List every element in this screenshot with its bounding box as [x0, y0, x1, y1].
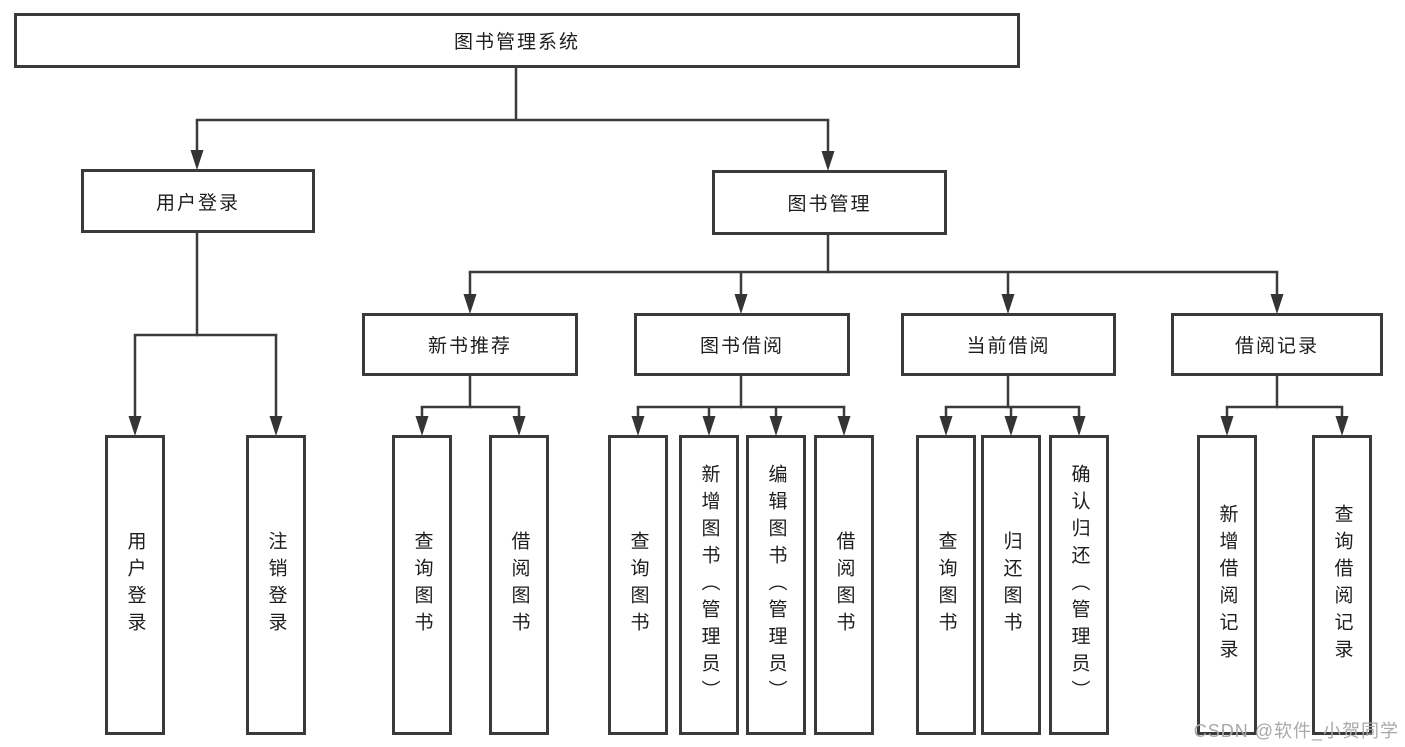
leaf-borrow-borrow-books: 借阅图书 [814, 435, 874, 735]
leaf-current-return-books: 归还图书 [981, 435, 1041, 735]
leaf-recommend-query-books: 查询图书 [392, 435, 452, 735]
leaf-logout: 注销登录 [246, 435, 306, 735]
leaf-current-confirm-return-admin: 确认归还（管理员） [1049, 435, 1109, 735]
leaf-borrow-add-books-admin: 新增图书（管理员） [679, 435, 739, 735]
watermark: CSDN @软件_小贺同学 [1193, 721, 1399, 741]
leaf-current-return-books-label: 归还图书 [1000, 531, 1022, 639]
node-new-book-recommend-label: 新书推荐 [427, 336, 512, 357]
leaf-logout-label: 注销登录 [265, 531, 287, 639]
node-book-management: 图书管理 [712, 170, 947, 235]
leaf-borrow-edit-books-admin-label: 编辑图书（管理员） [765, 463, 787, 707]
leaf-borrow-query-books-label: 查询图书 [627, 531, 649, 639]
leaf-current-query-books: 查询图书 [916, 435, 976, 735]
leaf-recommend-borrow-books-label: 借阅图书 [508, 531, 530, 639]
leaf-borrow-borrow-books-label: 借阅图书 [833, 531, 855, 639]
node-user-login: 用户登录 [81, 169, 315, 233]
node-book-borrow: 图书借阅 [634, 313, 850, 376]
leaf-records-query-record-label: 查询借阅记录 [1331, 504, 1353, 666]
node-current-borrow: 当前借阅 [901, 313, 1116, 376]
leaf-records-query-record: 查询借阅记录 [1312, 435, 1372, 735]
leaf-current-confirm-return-admin-label: 确认归还（管理员） [1068, 463, 1090, 707]
node-user-login-label: 用户登录 [155, 192, 240, 214]
leaf-borrow-add-books-admin-label: 新增图书（管理员） [698, 463, 720, 707]
leaf-borrow-edit-books-admin: 编辑图书（管理员） [746, 435, 806, 735]
leaf-borrow-query-books: 查询图书 [608, 435, 668, 735]
node-root-label: 图书管理系统 [453, 32, 580, 53]
node-borrow-records-label: 借阅记录 [1234, 336, 1319, 357]
node-root: 图书管理系统 [14, 13, 1020, 68]
leaf-records-add-record-label: 新增借阅记录 [1216, 504, 1238, 666]
leaf-user-login: 用户登录 [105, 435, 165, 735]
leaf-records-add-record: 新增借阅记录 [1197, 435, 1257, 735]
node-current-borrow-label: 当前借阅 [966, 336, 1051, 357]
node-book-borrow-label: 图书借阅 [699, 336, 784, 357]
node-borrow-records: 借阅记录 [1171, 313, 1383, 376]
node-new-book-recommend: 新书推荐 [362, 313, 578, 376]
node-book-management-label: 图书管理 [787, 194, 872, 215]
leaf-current-query-books-label: 查询图书 [935, 531, 957, 639]
leaf-recommend-borrow-books: 借阅图书 [489, 435, 549, 735]
leaf-recommend-query-books-label: 查询图书 [411, 531, 433, 639]
leaf-user-login-label: 用户登录 [124, 531, 146, 639]
